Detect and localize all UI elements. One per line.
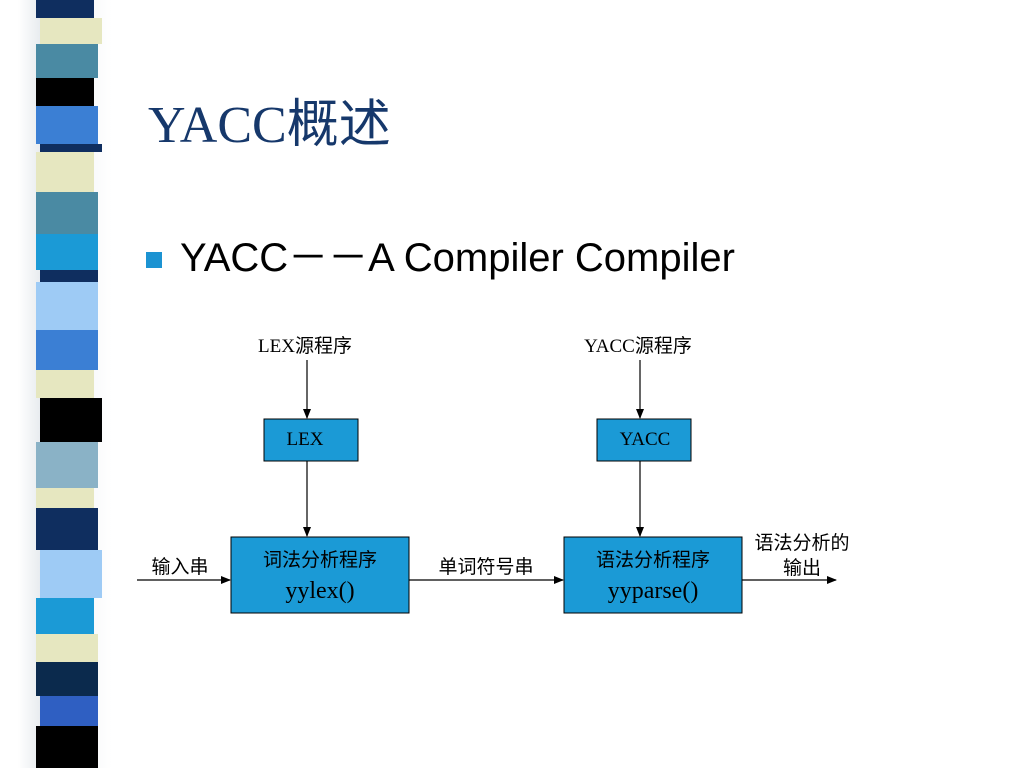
stripe-segment (36, 726, 98, 768)
stripe-segment (36, 508, 98, 550)
stripe-segment (40, 18, 102, 44)
stripe-segment (36, 330, 98, 370)
stripe-segment (36, 662, 98, 696)
lexer-box (230, 536, 410, 614)
lex-box (263, 418, 359, 462)
yacc-box-label: YACC (620, 429, 671, 450)
token-string-label: 单词符号串 (438, 556, 533, 578)
bullet-text: YACC－－A Compiler Compiler (180, 236, 735, 280)
lexer-box-function: yylex() (285, 578, 354, 604)
lex-source-label: LEX源程序 (258, 335, 352, 357)
lex-box-label: LEX (287, 429, 324, 450)
stripe-segment (40, 144, 102, 152)
stripe-segment (40, 696, 98, 726)
parser-box (563, 536, 743, 614)
decorative-stripe-bar (0, 0, 120, 768)
output-label-line1: 语法分析的 (754, 532, 849, 554)
stripe-segment (40, 550, 102, 598)
input-string-label: 输入串 (151, 556, 208, 578)
square-bullet-icon (146, 252, 162, 268)
stripe-segment (36, 78, 94, 106)
stripe-segment (40, 398, 102, 442)
stripe-segment (36, 44, 98, 78)
stripe-segment (36, 282, 98, 330)
slide-title: YACC概述 (148, 97, 391, 154)
stripe-segment (40, 270, 98, 282)
stripe-segment (36, 488, 94, 508)
stripe-segment (36, 0, 94, 18)
stripe-segment (36, 598, 94, 634)
stripe-segment (36, 106, 98, 144)
yacc-box (596, 418, 692, 462)
stripe-segment (36, 234, 98, 270)
output-label-line2: 输出 (783, 557, 821, 579)
parser-box-function: yyparse() (608, 578, 699, 604)
parser-box-title: 语法分析程序 (596, 549, 710, 571)
stripe-segment (36, 192, 98, 234)
lexer-box-title: 词法分析程序 (263, 549, 377, 571)
stripe-segment (36, 152, 94, 192)
yacc-source-label: YACC源程序 (584, 335, 692, 357)
stripe-column (36, 0, 102, 768)
stripe-segment (36, 634, 98, 662)
stripe-segment (36, 370, 94, 398)
stripe-segment (36, 442, 98, 488)
